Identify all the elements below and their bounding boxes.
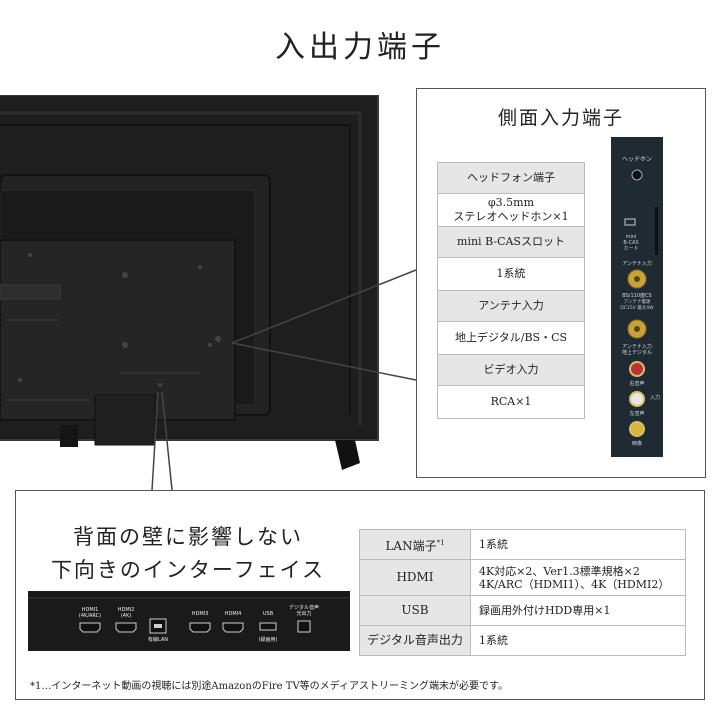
video-rca-icon bbox=[629, 421, 645, 437]
spec-key-usb: USB bbox=[359, 595, 471, 626]
jack-label-headphone: ヘッドホン bbox=[622, 156, 652, 163]
rear-heading-line-1: 背面の壁に影響しない bbox=[73, 525, 303, 549]
tv-rear-illustration bbox=[0, 94, 380, 470]
port-label-hdmi2: HDMI2 bbox=[118, 607, 135, 613]
side-label-antenna: アンテナ入力 bbox=[437, 290, 585, 322]
jack-label-video: 映像 bbox=[632, 440, 642, 447]
card-slot-icon bbox=[624, 218, 636, 226]
page-title: 入出力端子 bbox=[275, 30, 445, 65]
optical-port-icon bbox=[297, 620, 311, 633]
spec-value-lan: 1系統 bbox=[470, 529, 686, 560]
side-value-antenna: 地上デジタル/BS・CS bbox=[437, 321, 585, 355]
side-value-bcas: 1系統 bbox=[437, 257, 585, 291]
jack-label-bcas-1: mini bbox=[626, 234, 637, 240]
side-panel-title: 側面入力端子 bbox=[497, 107, 624, 129]
port-label-hdmi4: HDMI4 bbox=[225, 611, 242, 617]
hdmi2-port-icon bbox=[115, 622, 137, 633]
spec-value-usb: 録画用外付けHDD専用×1 bbox=[470, 595, 686, 626]
port-label-optical-sub: 光出力 bbox=[296, 610, 311, 617]
footnote: *1…インターネット動画の視聴には別途AmazonのFire TV等のメディアス… bbox=[30, 681, 508, 692]
spec-value-digital-audio: 1系統 bbox=[470, 625, 686, 656]
port-label-hdmi1: HDMI1 bbox=[82, 607, 99, 613]
jack-label-bcas-3: カード bbox=[623, 246, 638, 252]
audio-left-rca-icon bbox=[629, 391, 645, 407]
spec-key-hdmi: HDMI bbox=[359, 559, 471, 596]
side-label-video: ビデオ入力 bbox=[437, 354, 585, 386]
jack-label-bs-cs: BS/110度CS bbox=[622, 292, 651, 299]
port-label-usb-sub: (録画用) bbox=[259, 636, 278, 643]
headphone-jack-icon bbox=[631, 169, 643, 181]
audio-right-rca-icon bbox=[629, 361, 645, 377]
rear-interface-panel: 背面の壁に影響しない 下向きのインターフェイス HDMI1 (4K/ARC) H… bbox=[15, 490, 705, 700]
jack-label-audio-right: 右音声 bbox=[629, 380, 644, 387]
rear-port-strip: HDMI1 (4K/ARC) HDMI2 (4K) 有線LAN HDMI3 HD… bbox=[28, 591, 350, 651]
hdmi3-port-icon bbox=[189, 622, 211, 633]
bcas-slot bbox=[655, 207, 658, 255]
rear-panel-heading: 背面の壁に影響しない 下向きのインターフェイス bbox=[38, 521, 338, 587]
rear-heading-line-2: 下向きのインターフェイス bbox=[50, 558, 326, 582]
jack-label-input: 入力 bbox=[650, 394, 660, 401]
port-label-hdmi2-sub: (4K) bbox=[121, 613, 131, 619]
hdmi4-port-icon bbox=[222, 622, 244, 633]
side-jack-panel: ヘッドホン mini B-CAS カード アンテナ入力 BS/110度CS アン… bbox=[611, 137, 663, 457]
side-value-video: RCA×1 bbox=[437, 385, 585, 419]
jack-label-dc15v: DC15V 最大4W bbox=[620, 304, 654, 311]
port-label-hdmi3: HDMI3 bbox=[192, 611, 209, 617]
jack-label-antenna-terrestrial: アンテナ入力 bbox=[622, 343, 652, 350]
usb-port-icon bbox=[259, 622, 277, 631]
port-label-usb: USB bbox=[263, 611, 274, 617]
side-label-bcas: mini B-CASスロット bbox=[437, 226, 585, 258]
hdmi1-port-icon bbox=[79, 622, 101, 633]
spec-key-digital-audio: デジタル音声出力 bbox=[359, 625, 471, 656]
jack-label-audio-left: 左音声 bbox=[629, 410, 644, 417]
jack-label-antenna-bs: アンテナ入力 bbox=[622, 260, 652, 267]
side-label-headphone: ヘッドフォン端子 bbox=[437, 162, 585, 194]
port-label-optical: デジタル音声 bbox=[289, 604, 319, 611]
jack-label-terrestrial: 地上デジタル bbox=[622, 349, 652, 356]
port-label-hdmi1-sub: (4K/ARC) bbox=[79, 613, 101, 619]
tv-rear-svg bbox=[0, 94, 379, 470]
spec-key-lan: LAN端子*1 bbox=[359, 529, 471, 560]
jack-label-antenna-power: アンテナ電源 bbox=[624, 298, 651, 305]
jack-label-bcas-2: B-CAS bbox=[623, 240, 638, 246]
port-label-lan: 有線LAN bbox=[148, 636, 168, 643]
